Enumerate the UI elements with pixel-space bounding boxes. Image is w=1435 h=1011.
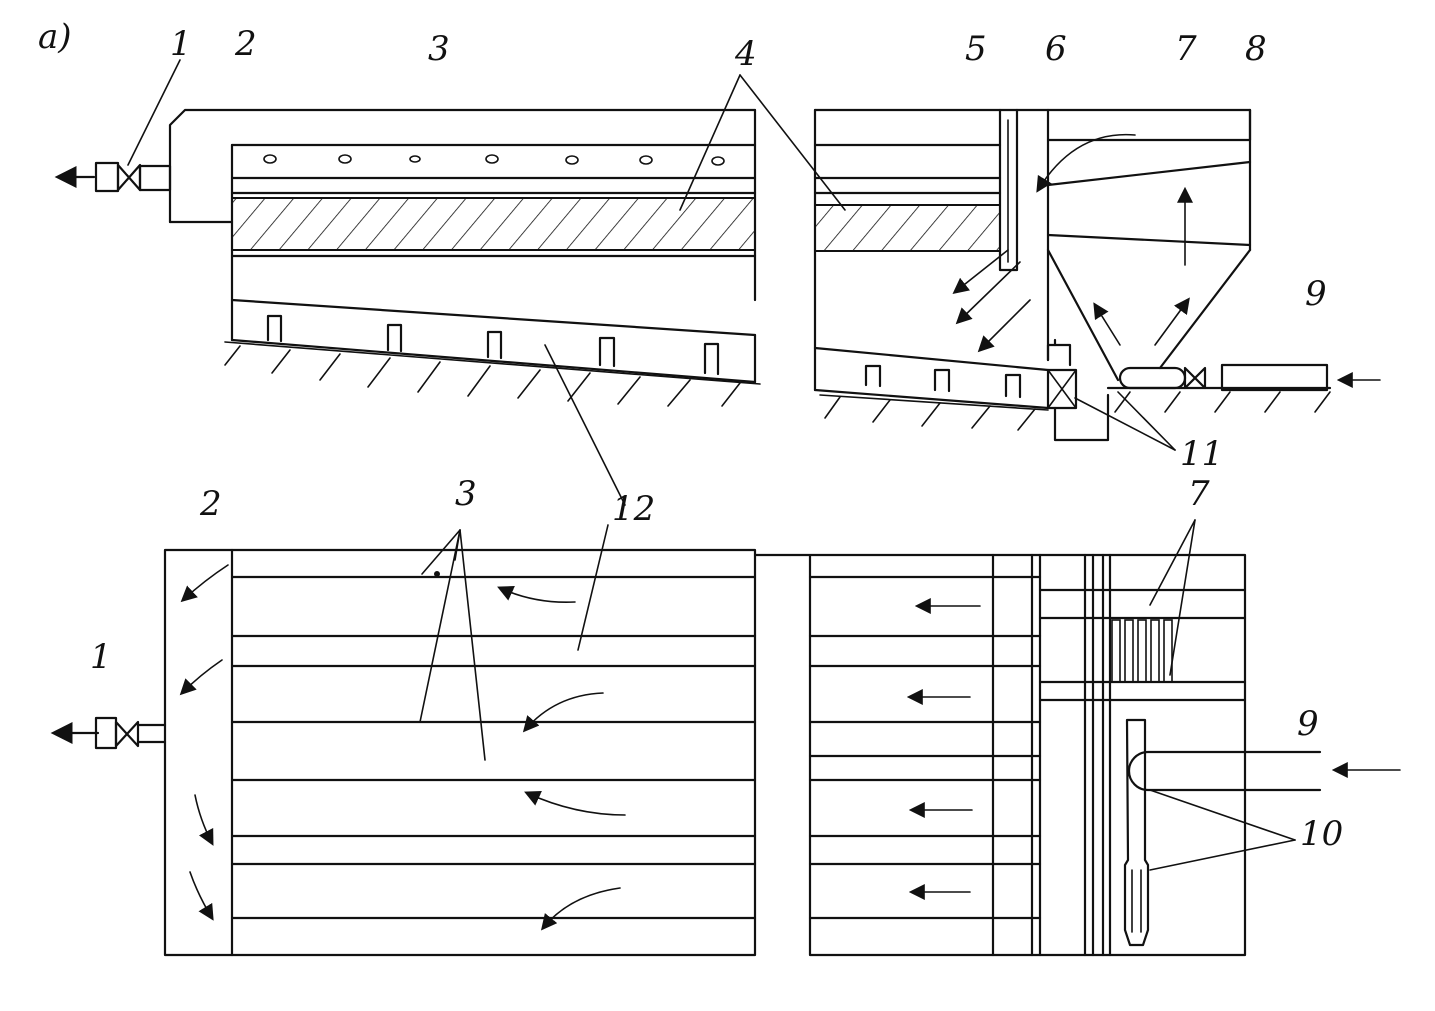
right-channels [808, 575, 1042, 920]
tray-slots [1111, 619, 1173, 683]
bottom-channels [266, 314, 720, 376]
left-channels [230, 575, 757, 920]
label-1-bottom: 1 [90, 637, 112, 677]
label-4-top: 4 [734, 34, 757, 74]
outlet-valve-bottom [50, 716, 167, 750]
left-flow-arrows [179, 564, 626, 931]
label-10: 10 [1300, 814, 1343, 854]
label-11: 11 [1180, 434, 1223, 474]
label-8-top: 8 [1245, 29, 1267, 69]
label-9-top: 9 [1305, 274, 1327, 314]
leader-lines-bottom [419, 519, 1296, 871]
label-2-top: 2 [234, 24, 257, 64]
plan-view: 2 3 7 1 9 10 [50, 474, 1401, 957]
leader-lines-top [127, 59, 1176, 506]
label-1-top: 1 [170, 24, 192, 64]
label-7-bottom: 7 [1188, 474, 1210, 514]
label-3-bottom: 3 [455, 474, 477, 514]
right-plan [753, 553, 1322, 957]
flow-arrows-top [952, 133, 1381, 388]
label-3-top: 3 [428, 29, 450, 69]
label-9-bottom: 9 [1297, 704, 1319, 744]
section-view: a) [38, 17, 1381, 529]
left-tank-section [168, 108, 761, 407]
left-plan-outline [163, 548, 757, 957]
label-5-top: 5 [965, 29, 987, 69]
label-7-top: 7 [1175, 29, 1197, 69]
right-tank-section [813, 108, 1381, 442]
right-flow-arrows [906, 598, 1401, 900]
label-6-top: 6 [1045, 29, 1067, 69]
inlet-distributor [1123, 718, 1322, 947]
panel-label: a) [38, 17, 72, 57]
ground-left [224, 341, 761, 407]
outlet-valve-top [54, 161, 172, 193]
label-2-bottom: 2 [199, 484, 222, 524]
label-12: 12 [612, 489, 655, 529]
perforation-holes [263, 154, 725, 166]
